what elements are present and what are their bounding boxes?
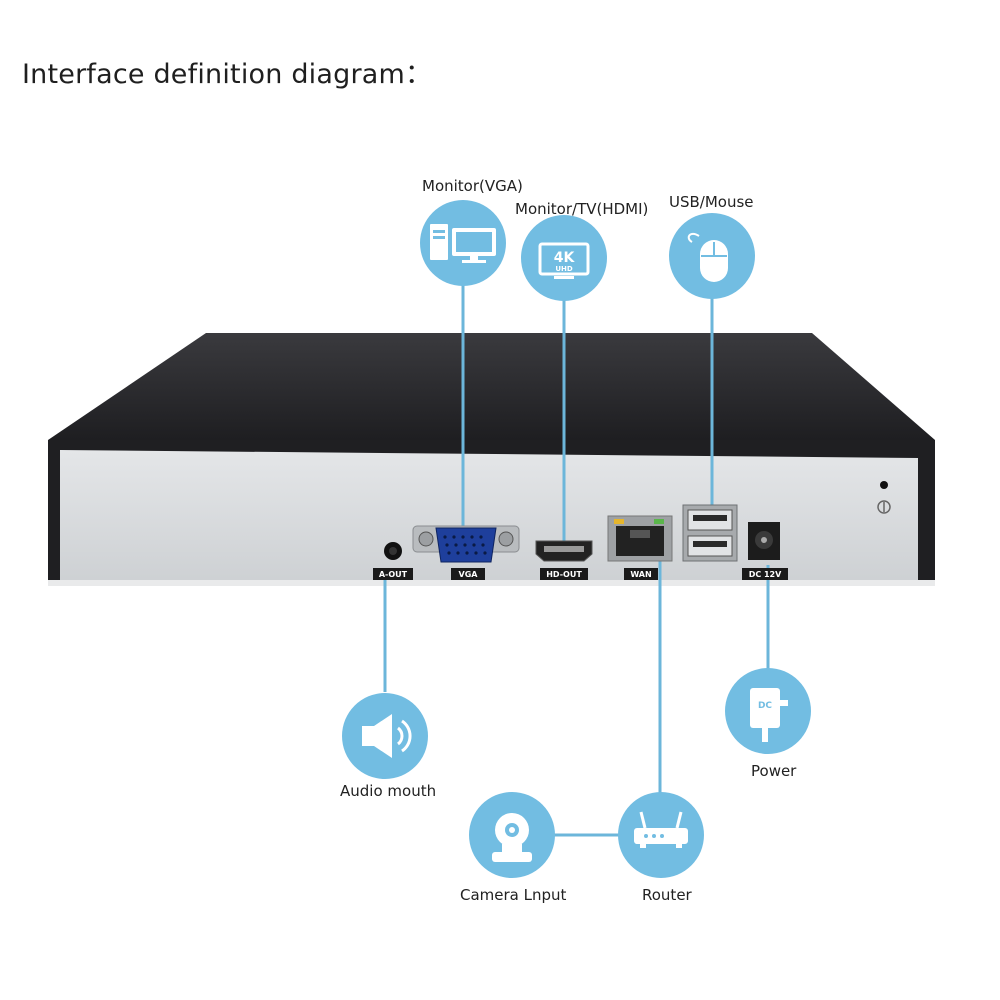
label-power: Power [751, 762, 797, 780]
label-usb-mouse: USB/Mouse [669, 193, 754, 211]
audio-icon-group [342, 693, 428, 779]
vga-monitor-icon-group [420, 200, 506, 286]
uhd-icon-text: UHD [555, 265, 573, 273]
label-audio: Audio mouth [340, 782, 437, 800]
port-hdout: HD-OUT [535, 540, 593, 580]
label-hdmi-monitor: Monitor/TV(HDMI) [515, 200, 649, 218]
label-router: Router [642, 886, 692, 904]
dc-adapter-icon: DC [750, 688, 788, 742]
ground-terminal [877, 481, 891, 514]
hdmi-monitor-icon-group: 4K UHD [521, 215, 607, 301]
speaker-icon [362, 714, 412, 758]
dc-icon-text: DC [758, 701, 772, 711]
port-label-dc: DC 12V [749, 570, 782, 579]
4k-uhd-icon: 4K UHD [538, 242, 590, 279]
camera-icon-group [469, 792, 555, 878]
port-dc: DC 12V [742, 522, 788, 580]
page-title: Interface definition diagram： [22, 59, 433, 90]
router-icon [634, 811, 688, 848]
port-wan: WAN [607, 515, 673, 580]
port-usb [682, 504, 738, 562]
connector-lines [383, 285, 770, 837]
port-aout: A-OUT [373, 542, 413, 580]
port-label-hdout: HD-OUT [546, 570, 582, 579]
usb-mouse-icon-group [669, 213, 755, 299]
port-vga: VGA [412, 525, 520, 580]
mouse-icon [687, 232, 728, 282]
label-camera: Camera Lnput [460, 886, 567, 904]
port-label-wan: WAN [630, 570, 651, 579]
port-label-vga: VGA [459, 570, 479, 579]
monitor-icon [430, 224, 496, 263]
router-icon-group [618, 792, 704, 878]
power-icon-group: DC [725, 668, 811, 754]
port-label-aout: A-OUT [379, 570, 408, 579]
4k-icon-text: 4K [554, 250, 576, 266]
camera-icon [492, 813, 532, 862]
label-vga-monitor: Monitor(VGA) [422, 177, 523, 195]
device-rear-panel [60, 450, 918, 585]
device-top-cover [48, 333, 935, 440]
